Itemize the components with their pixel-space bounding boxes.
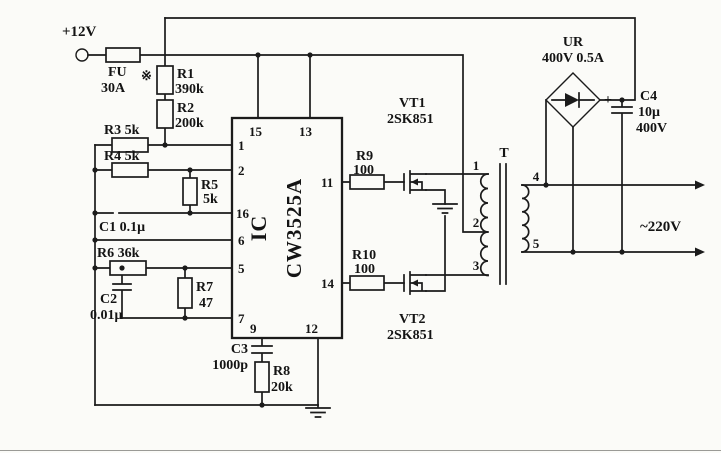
vt2-arrow-icon — [411, 279, 418, 287]
c4-value-label: 10μ — [638, 105, 660, 120]
r7-symbol — [177, 277, 193, 309]
r8-symbol — [254, 361, 270, 393]
r1-value-label: 390k — [175, 82, 204, 97]
ic-outline — [230, 116, 344, 340]
vt2-part-label: 2SK851 — [387, 328, 434, 343]
bridge-rating-label: 400V 0.5A — [542, 51, 605, 66]
bridge-rectifier-symbol — [545, 72, 601, 128]
resistor-symbols — [109, 65, 385, 393]
ic-designator-label: IC — [246, 215, 271, 241]
r4-symbol — [111, 162, 149, 178]
transformer-symbol — [479, 163, 530, 285]
c4-polarity-label: + — [604, 93, 612, 108]
fuse-value-label: 30A — [101, 81, 126, 96]
transformer-pin-1-label: 1 — [473, 158, 480, 173]
ic-pin-9-label: 9 — [250, 321, 257, 336]
transformer-primary-winding — [479, 173, 489, 277]
ic-part-number-label: CW3525A — [282, 178, 306, 278]
vt2-mosfet-symbol — [403, 215, 489, 295]
transformer-secondary-winding — [521, 184, 530, 253]
ic-pin-2-label: 2 — [238, 163, 245, 178]
r10-ref-label: R10 — [352, 248, 376, 263]
c4-rating-label: 400V — [636, 121, 667, 136]
ic-pin-5-label: 5 — [238, 261, 245, 276]
r2-value-label: 200k — [175, 116, 204, 131]
ic-pin-1-label: 1 — [238, 138, 245, 153]
bridge-ref-label: UR — [563, 35, 584, 50]
transformer-ref-label: T — [499, 146, 509, 161]
r2-ref-label: R2 — [177, 101, 194, 116]
r9-symbol — [349, 174, 385, 190]
transformer-pin-4-label: 4 — [533, 169, 540, 184]
c2-value-label: 0.01μ — [90, 308, 123, 323]
supply-voltage-label: +12V — [62, 24, 97, 40]
ic-pin-7-label: 7 — [238, 311, 245, 326]
transformer-pin-3-label: 3 — [473, 258, 480, 273]
c3-value-label: 1000p — [212, 358, 248, 373]
vt1-part-label: 2SK851 — [387, 112, 434, 127]
c4-ref-label: C4 — [640, 89, 657, 104]
ic-pin-14-label: 14 — [321, 276, 335, 291]
ic-pin-16-label: 16 — [236, 206, 250, 221]
fuse-note-mark: ※ — [141, 68, 152, 83]
r8-ref-label: R8 — [273, 364, 290, 379]
ic-pin-11-label: 11 — [321, 175, 333, 190]
output-voltage-label: ~220V — [640, 219, 681, 235]
c4-capacitor-symbol — [611, 99, 633, 253]
r5-ref-label: R5 — [201, 178, 218, 193]
transformer-core — [499, 163, 507, 285]
main-ground-icon — [305, 404, 331, 418]
fuse-symbol — [105, 47, 141, 63]
r4-label: R4 5k — [104, 149, 140, 164]
transformer-pin-2-label: 2 — [473, 215, 480, 230]
output-arrow-bottom-icon — [695, 247, 705, 257]
r3-label: R3 5k — [104, 123, 140, 138]
fuse-ref-label: FU — [108, 65, 127, 80]
r3-symbol — [111, 137, 149, 153]
c1-label: C1 0.1μ — [99, 220, 145, 235]
r1-ref-label: R1 — [177, 67, 194, 82]
vt2-ref-label: VT2 — [399, 312, 425, 327]
c2-ref-label: C2 — [100, 292, 117, 307]
vt1-mosfet-symbol — [403, 170, 489, 205]
r5-symbol — [182, 177, 198, 206]
feedback-and-supply-rails — [87, 17, 636, 233]
ic-pin-13-label: 13 — [299, 124, 313, 139]
r10-value-label: 100 — [354, 262, 375, 277]
r7-ref-label: R7 — [196, 280, 213, 295]
bridge-diode-icon — [565, 93, 579, 107]
transformer-pin-5-label: 5 — [533, 236, 540, 251]
ic-pin-15-label: 15 — [249, 124, 263, 139]
r9-ref-label: R9 — [356, 149, 373, 164]
ic-pin-12-label: 12 — [305, 321, 318, 336]
ic-pin-stubs — [251, 54, 405, 406]
r6-label: R6 36k — [97, 246, 140, 261]
r9-value-label: 100 — [353, 163, 374, 178]
r5-value-label: 5k — [203, 192, 218, 207]
ic-pin-6-label: 6 — [238, 233, 245, 248]
vt1-arrow-icon — [411, 178, 418, 186]
c3-ref-label: C3 — [231, 342, 248, 357]
center-ground-icon — [432, 203, 458, 214]
r7-value-label: 47 — [199, 296, 213, 311]
r6-symbol — [109, 260, 147, 276]
output-lines — [521, 99, 705, 257]
r10-symbol — [349, 275, 385, 291]
junction-dots — [92, 52, 625, 408]
r8-value-label: 20k — [271, 380, 293, 395]
output-arrow-top-icon — [695, 180, 705, 190]
r1-symbol — [156, 65, 174, 95]
power-input-connector — [75, 48, 89, 62]
r2-symbol — [156, 99, 174, 129]
vt1-ref-label: VT1 — [399, 96, 425, 111]
input-terminal-icon — [75, 48, 89, 62]
